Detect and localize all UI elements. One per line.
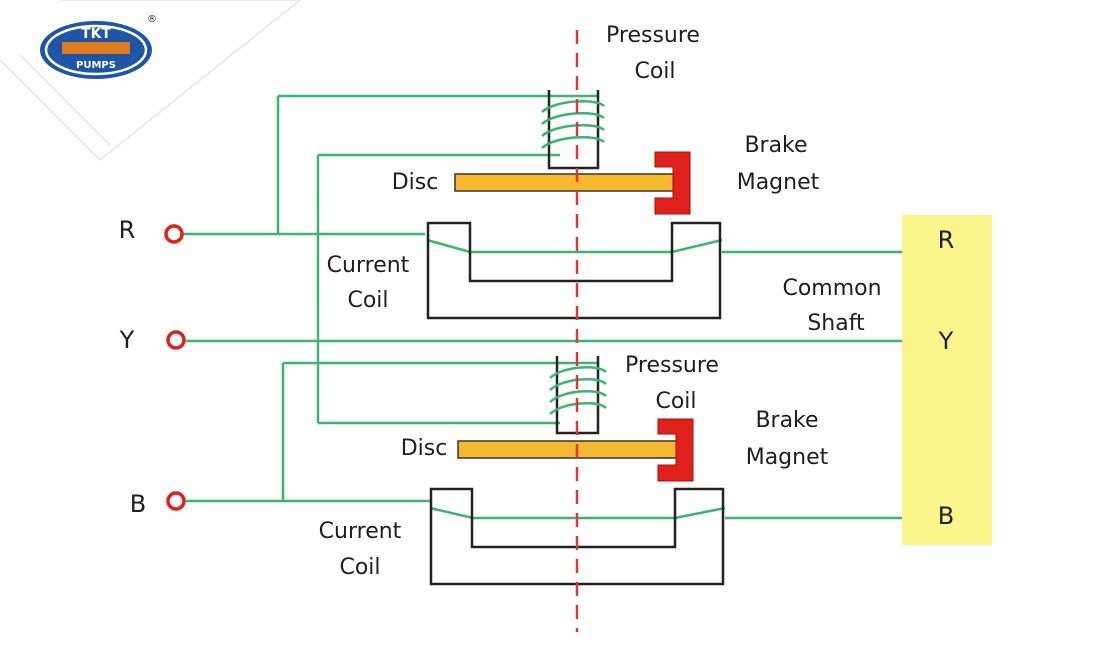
brake-magnet-1-label-line2: Magnet — [737, 170, 820, 195]
terminal-y-left — [166, 330, 186, 350]
disc-1 — [454, 173, 676, 192]
current-coil-2-winding-link — [429, 506, 726, 520]
logo-top-text: TKT — [81, 26, 111, 42]
common-shaft-label-line2: Shaft — [807, 311, 865, 336]
brake-magnet-1-label-line1: Brake — [744, 133, 807, 158]
terminal-r-right-label: R — [938, 226, 955, 254]
disc-2-label: Disc — [401, 436, 448, 461]
terminal-b-right-label: B — [938, 502, 954, 530]
brake-magnet-2 — [657, 418, 694, 482]
disc-2 — [457, 440, 679, 459]
current-coil-2-label-line2: Coil — [339, 555, 380, 580]
current-coil-2-core — [429, 487, 725, 586]
pressure-coil-1-label-line1: Pressure — [606, 23, 700, 48]
current-coil-1-winding-link — [426, 238, 723, 254]
terminal-r-left-label: R — [119, 216, 136, 244]
terminal-b-left-label: B — [130, 490, 146, 518]
terminal-r-left — [164, 224, 184, 244]
registered-mark: ® — [147, 14, 157, 25]
terminal-y-left-label: Y — [119, 326, 135, 354]
brake-magnet-2-label-line2: Magnet — [746, 445, 829, 470]
terminal-y-right-label: Y — [938, 327, 954, 355]
brake-magnet-2-label-line1: Brake — [755, 408, 818, 433]
wiring — [183, 94, 902, 520]
current-coil-1-label-line1: Current — [327, 253, 410, 278]
pressure-coil-2-label-line2: Coil — [655, 389, 696, 414]
pressure-coil-1-label-line2: Coil — [634, 59, 675, 84]
logo-bottom-text: PUMPS — [76, 60, 116, 71]
pressure-coil-2 — [549, 356, 607, 435]
current-coil-1-core — [426, 221, 722, 320]
common-shaft-label-line1: Common — [782, 276, 881, 301]
terminal-b-left — [166, 491, 186, 511]
pressure-coil-1 — [541, 90, 605, 170]
brake-magnet-1 — [654, 151, 691, 215]
disc-1-label: Disc — [392, 170, 439, 195]
load-terminal-box — [902, 215, 992, 545]
tkt-pumps-logo: TKT PUMPS ® — [40, 14, 157, 79]
current-coil-1-label-line2: Coil — [347, 288, 388, 313]
background-decoration — [0, 0, 301, 161]
current-coil-2-label-line1: Current — [319, 519, 402, 544]
pressure-coil-2-label-line1: Pressure — [625, 353, 719, 378]
logo-stripe — [62, 42, 130, 54]
